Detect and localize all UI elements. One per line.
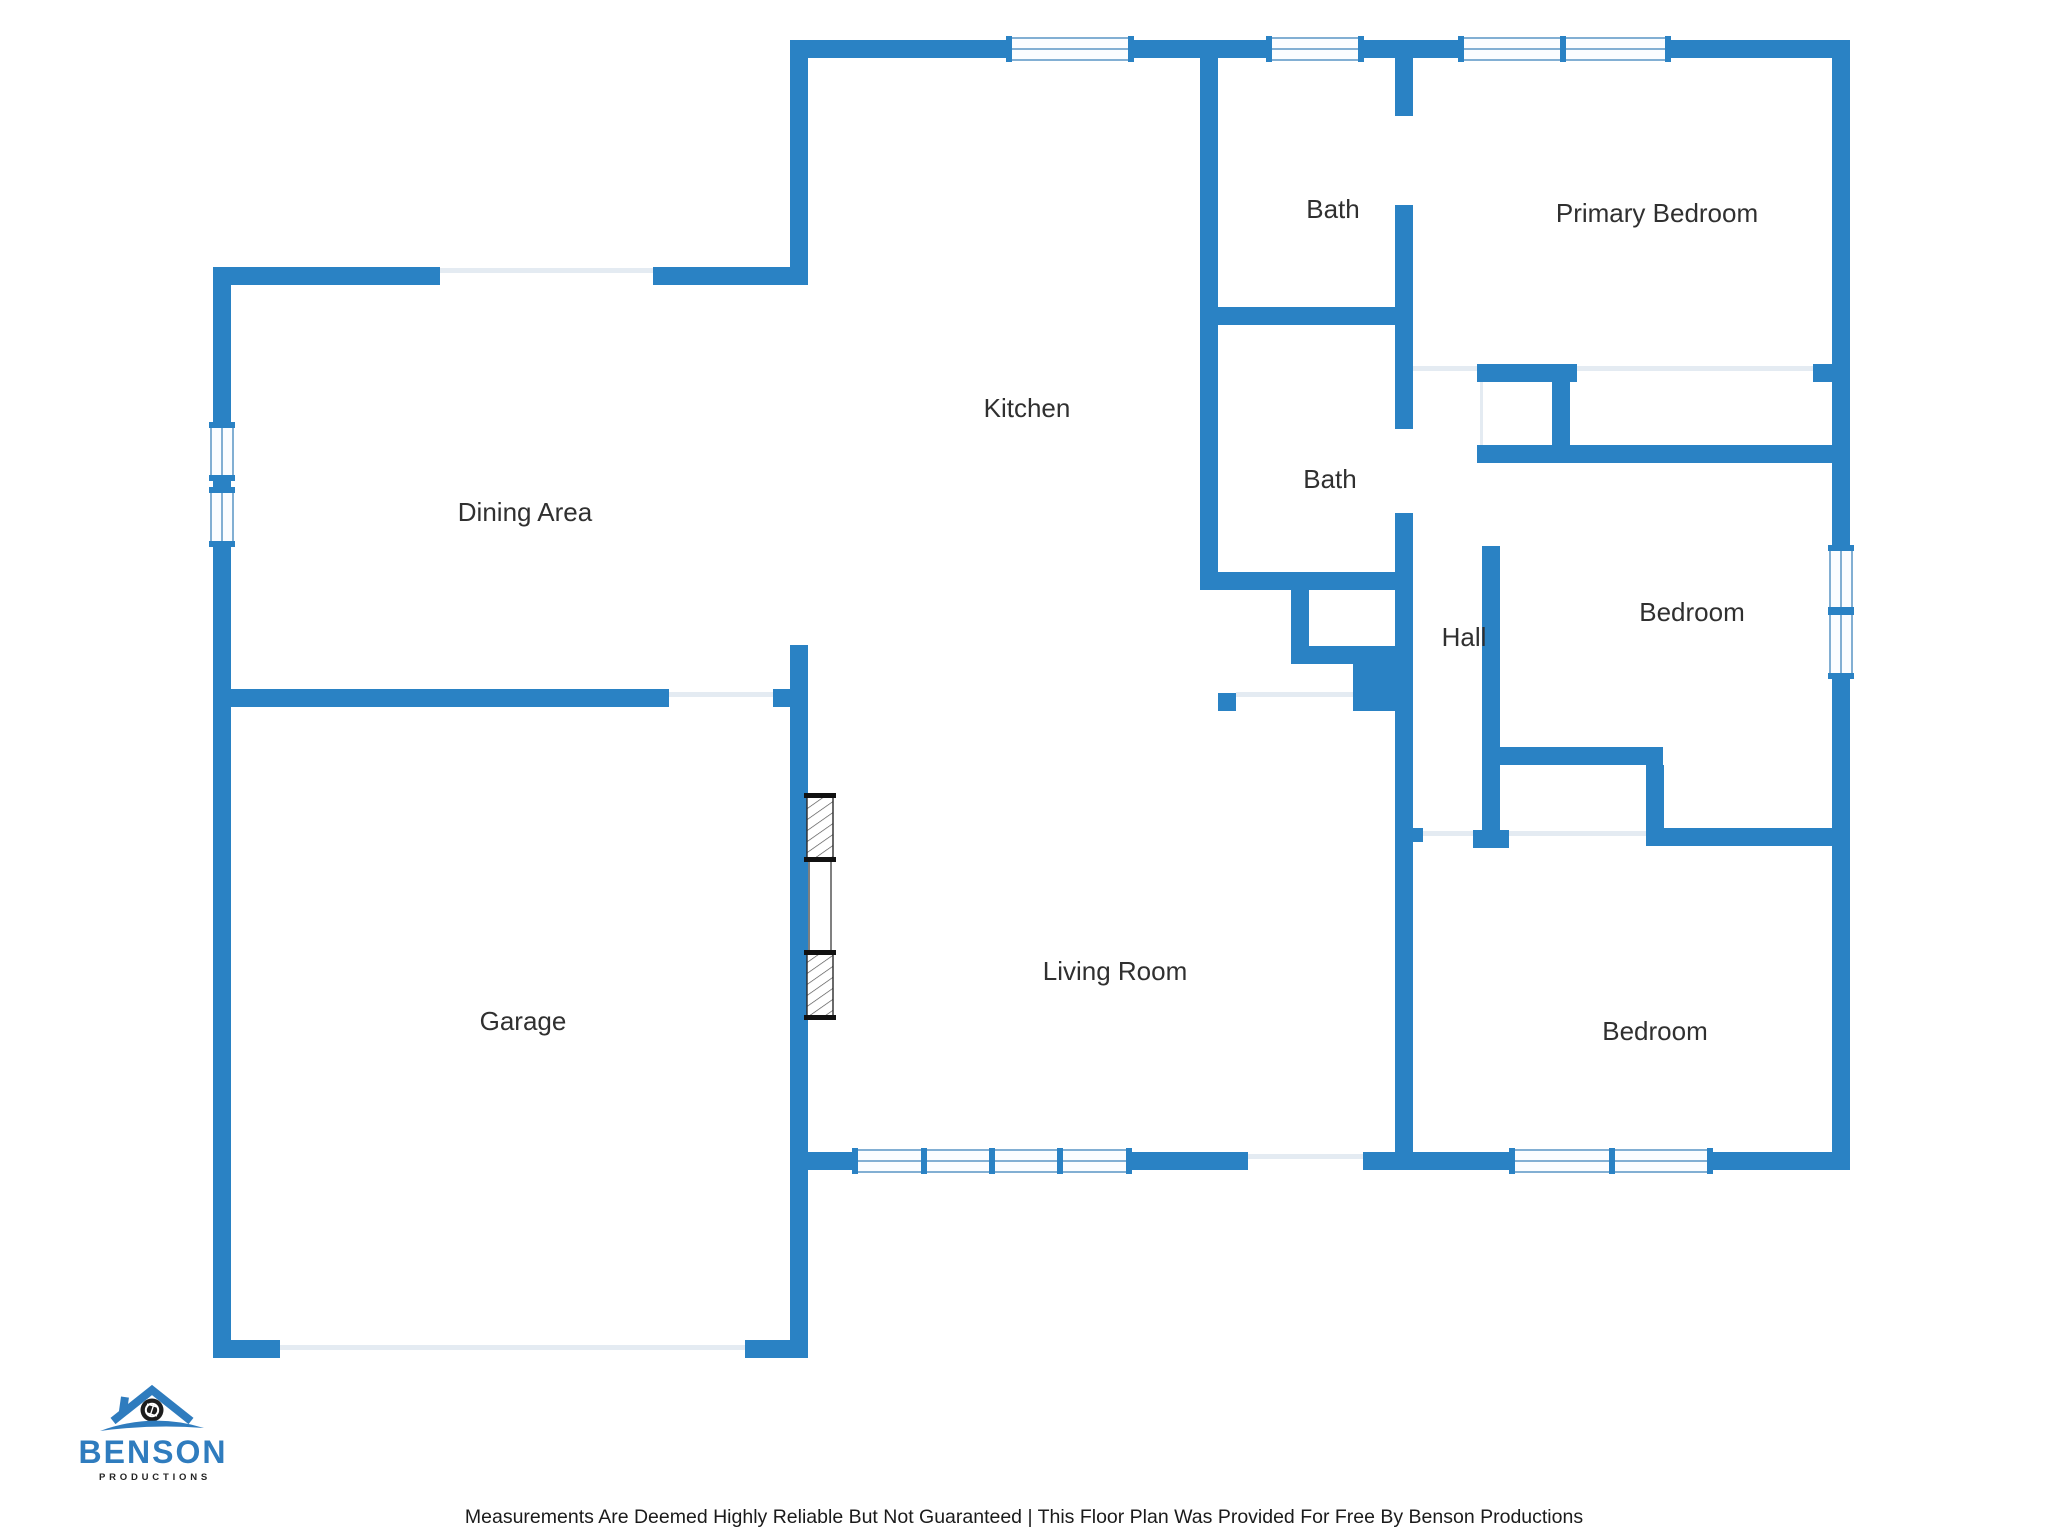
wall-dining-top-a bbox=[213, 267, 440, 285]
wall-bedroom-left bbox=[1482, 546, 1500, 848]
window-symbol bbox=[1458, 36, 1671, 62]
room-label-living-room: Living Room bbox=[1043, 956, 1188, 986]
room-label-primary-bedroom: Primary Bedroom bbox=[1556, 198, 1758, 228]
window-symbol bbox=[1266, 36, 1364, 62]
wall-dining-garage-a bbox=[213, 689, 669, 707]
room-label-hall: Hall bbox=[1442, 622, 1487, 652]
room-label-garage: Garage bbox=[480, 1006, 567, 1036]
room-label-bedroom-bottom: Bedroom bbox=[1602, 1016, 1708, 1046]
logo-name: BENSON bbox=[79, 1434, 228, 1470]
wall-garage-bottom-left bbox=[213, 1340, 280, 1358]
benson-logo: BENSON PRODUCTIONS bbox=[79, 1384, 228, 1483]
wall-dining-top-b bbox=[653, 267, 808, 285]
window-symbol bbox=[1828, 545, 1854, 613]
wall-bath2-bottom bbox=[1200, 572, 1395, 590]
wall-bath-divider bbox=[1200, 307, 1413, 325]
house-roof-camera-aperture-icon bbox=[100, 1384, 204, 1431]
window-symbol bbox=[852, 1148, 1132, 1174]
footer-disclaimer: Measurements Are Deemed Highly Reliable … bbox=[465, 1506, 1583, 1528]
wall-dining-garage-b bbox=[773, 689, 808, 707]
window-symbol bbox=[209, 487, 235, 547]
wall-kitchen-left bbox=[790, 40, 808, 285]
bifold-door-symbol bbox=[804, 793, 836, 1020]
window-symbol bbox=[1006, 36, 1134, 62]
room-label-kitchen: Kitchen bbox=[984, 393, 1071, 423]
room-label-bedroom-middle: Bedroom bbox=[1639, 597, 1745, 627]
room-label-bath-middle: Bath bbox=[1303, 464, 1357, 494]
room-label-dining-area: Dining Area bbox=[458, 497, 593, 527]
wall-hall-left bbox=[1395, 513, 1413, 1170]
window-symbol bbox=[1828, 609, 1854, 679]
wall-closet-bottom bbox=[1477, 445, 1832, 463]
wall-garage-right bbox=[790, 645, 808, 1358]
room-labels: Kitchen Dining Area Bath Primary Bedroom… bbox=[458, 194, 1758, 1046]
window-symbol bbox=[1509, 1148, 1713, 1174]
window-symbol bbox=[209, 422, 235, 481]
window-symbols bbox=[209, 36, 1854, 1174]
wall-bedroom-bottom bbox=[1482, 747, 1663, 765]
room-label-bath-top: Bath bbox=[1306, 194, 1360, 224]
logo-subtitle: PRODUCTIONS bbox=[99, 1472, 211, 1483]
wall-openings bbox=[280, 268, 1833, 1350]
